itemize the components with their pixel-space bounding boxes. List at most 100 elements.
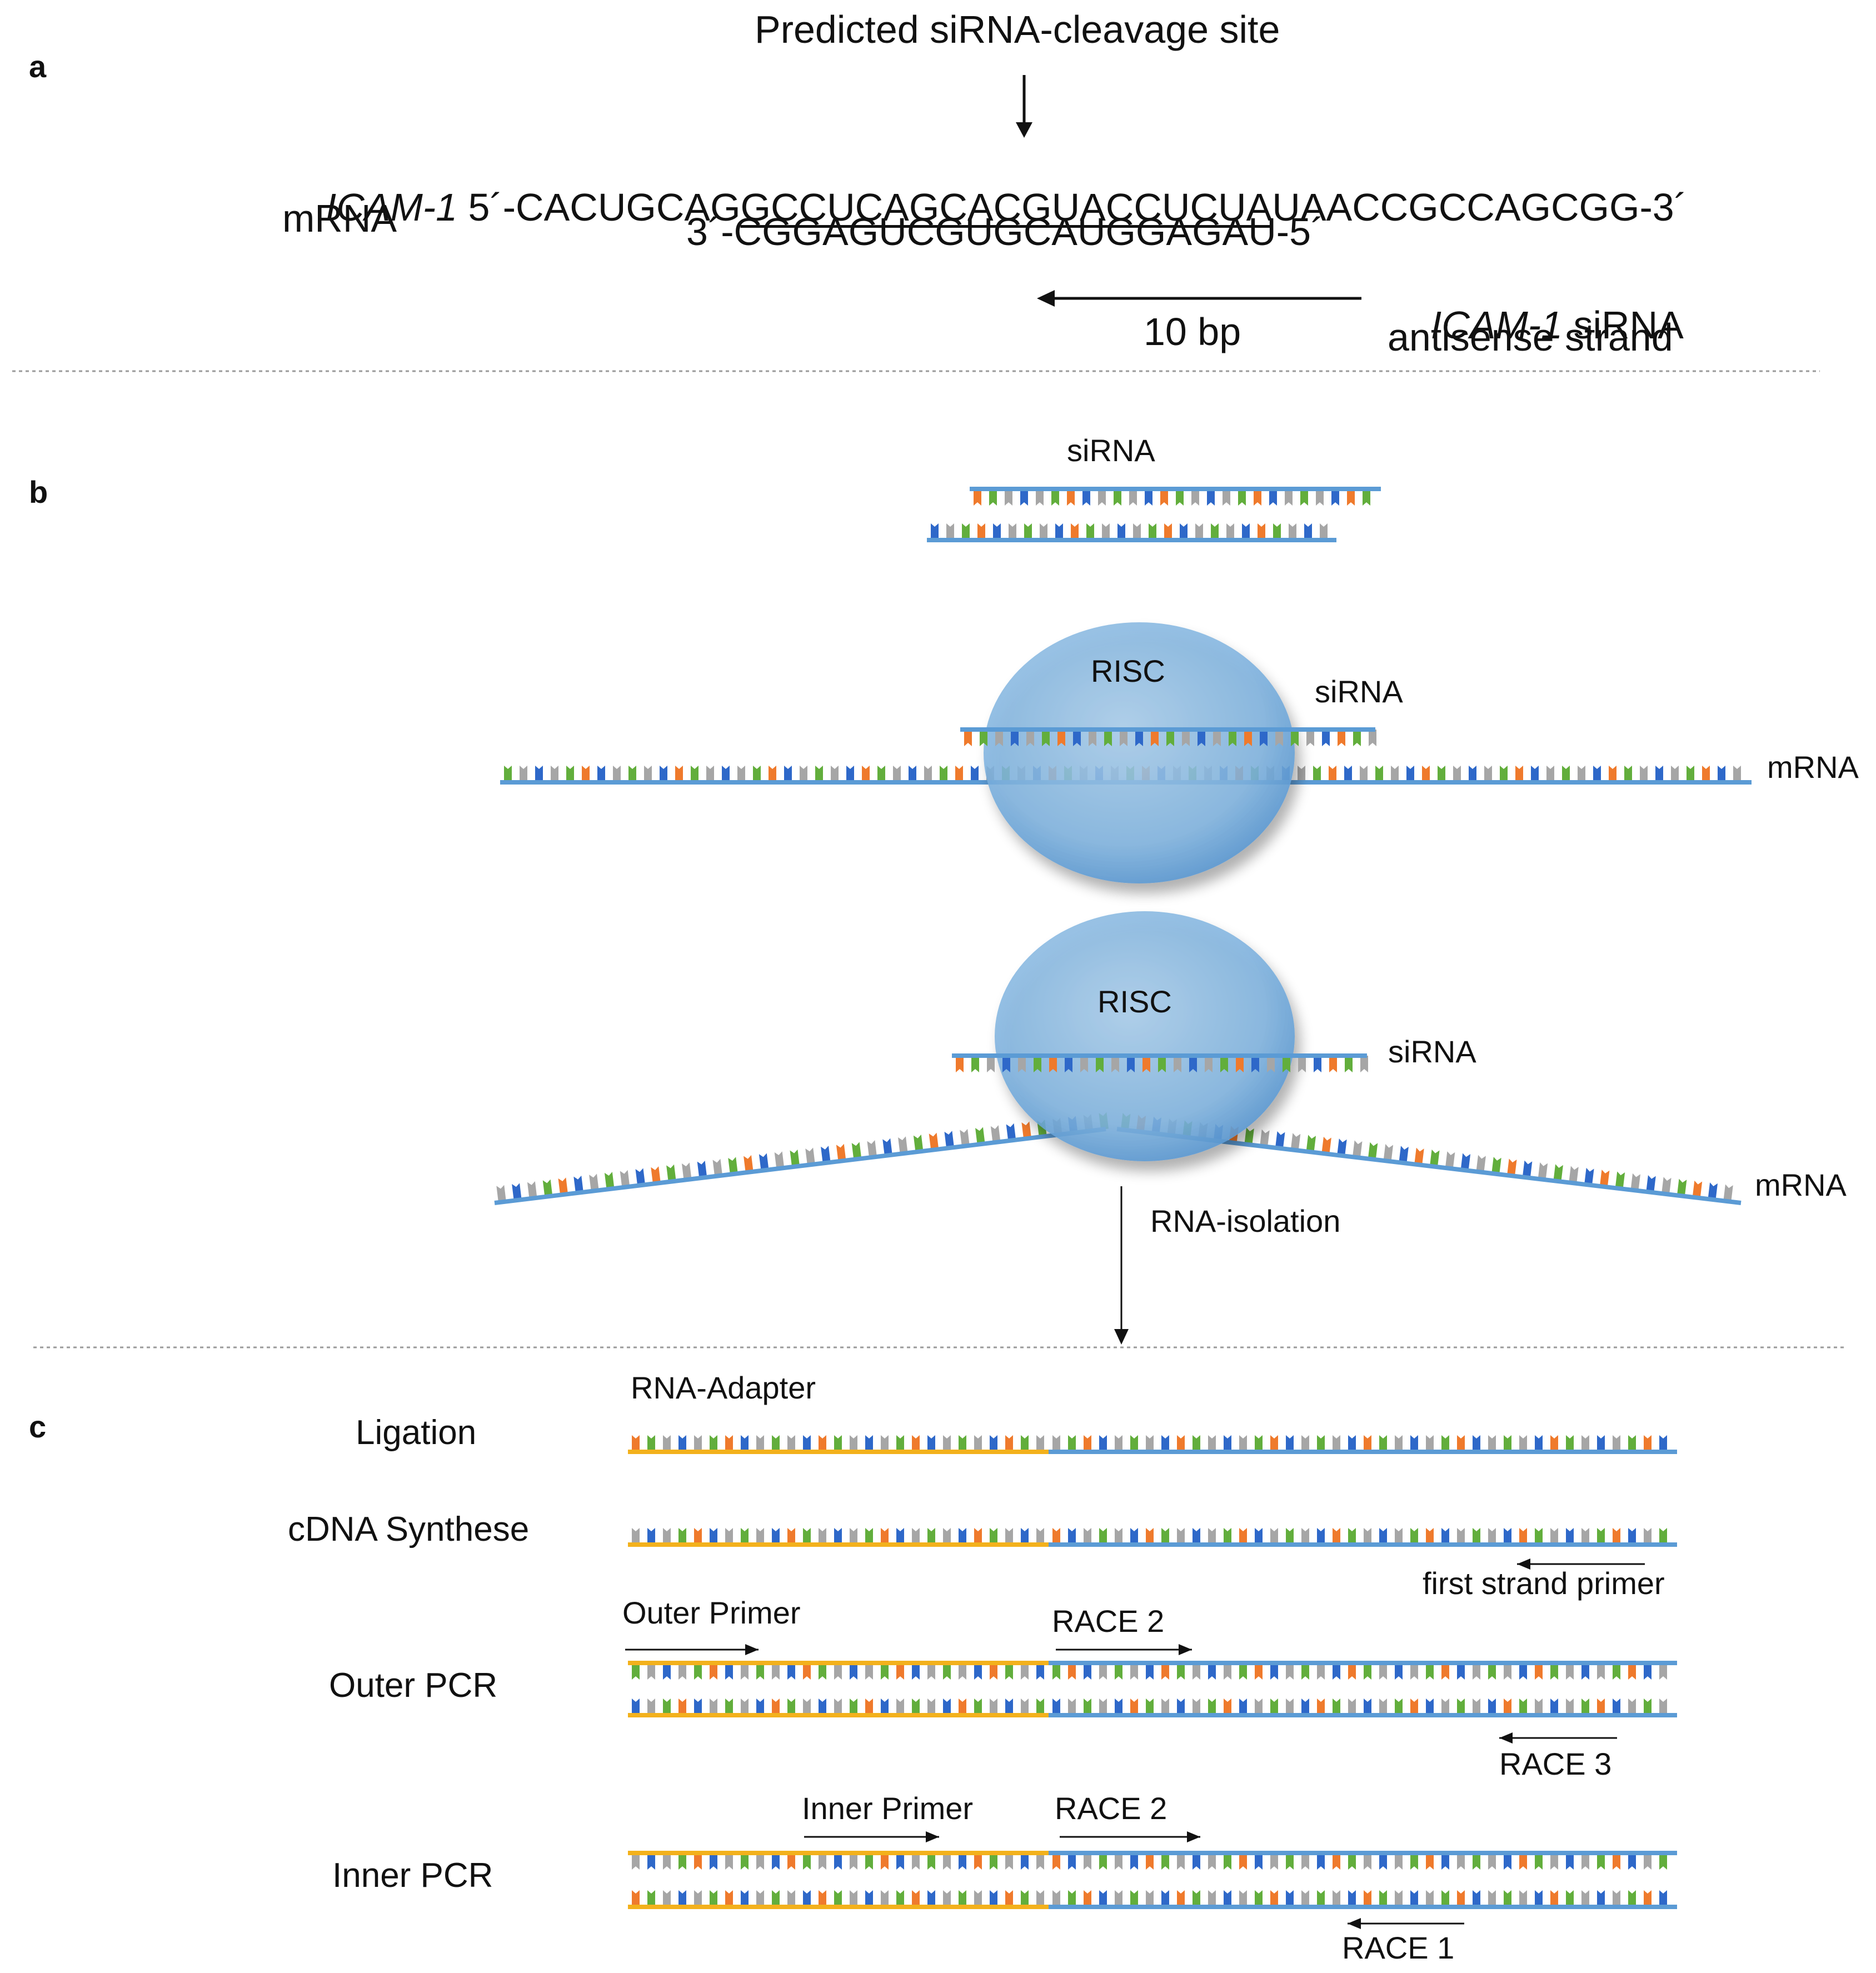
nucleotide-base <box>1166 730 1174 746</box>
nucleotide-base <box>805 1147 815 1165</box>
nucleotide-base <box>527 1181 537 1199</box>
nucleotide-base <box>1671 766 1679 782</box>
nucleotide-base <box>959 1890 966 1907</box>
nucleotide-base <box>1120 730 1127 746</box>
nucleotide-base <box>1193 1663 1200 1680</box>
nucleotide-base <box>787 1528 795 1545</box>
nucleotide-base <box>1024 523 1032 540</box>
nucleotide-base <box>1441 1435 1449 1452</box>
nucleotide-base <box>990 1890 997 1907</box>
nucleotide-base <box>974 1663 982 1680</box>
nucleotide-base <box>1488 1528 1496 1545</box>
nucleotide-base <box>896 1699 904 1715</box>
race1-label: RACE 1 <box>1342 1930 1455 1965</box>
nucleotide-base <box>678 1853 686 1870</box>
nucleotide-base <box>1115 1663 1122 1680</box>
nucleotide-base <box>710 1699 717 1715</box>
nucleotide-base <box>1375 766 1383 782</box>
nucleotide-base <box>877 766 885 782</box>
nucleotide-base <box>1538 1162 1548 1180</box>
nucleotide-base <box>1208 1435 1216 1452</box>
nucleotide-base <box>1488 1699 1496 1715</box>
nucleotide-base <box>1260 1129 1270 1147</box>
nucleotide-base <box>1301 1699 1309 1715</box>
nucleotide-base <box>1002 1056 1010 1072</box>
nucleotide-base <box>1360 1056 1368 1072</box>
nucleotide-base <box>1005 1435 1013 1452</box>
nucleotide-base <box>1473 1890 1480 1907</box>
nucleotide-base <box>787 1853 795 1870</box>
nucleotide-base <box>1314 1056 1321 1072</box>
race1-arrow-head <box>1348 1918 1361 1929</box>
nucleotide-base <box>1566 1890 1574 1907</box>
nucleotide-base <box>660 766 667 782</box>
nucleotide-base <box>1708 1182 1718 1200</box>
nucleotide-base <box>1581 1435 1589 1452</box>
race2-inner-arrow-head <box>1187 1831 1200 1842</box>
nucleotide-base <box>1457 1699 1465 1715</box>
nucleotide-base <box>1322 730 1330 746</box>
nucleotide-base <box>722 766 730 782</box>
nucleotide-base <box>1021 1121 1031 1139</box>
nucleotide-base <box>1290 1133 1301 1151</box>
scale-label: 10 bp <box>1144 310 1241 353</box>
nucleotide-base <box>1644 1699 1652 1715</box>
nucleotide-base <box>1198 730 1205 746</box>
free-sirna-duplex <box>927 487 1381 542</box>
outer-primer-label: Outer Primer <box>622 1595 801 1630</box>
nucleotide-base <box>865 1528 873 1545</box>
nucleotide-base <box>912 1853 920 1870</box>
nucleotide-base <box>1430 1149 1440 1167</box>
nucleotide-base <box>1239 1890 1247 1907</box>
nucleotide-base <box>1151 730 1159 746</box>
nucleotide-base <box>772 1663 780 1680</box>
nucleotide-base <box>1226 523 1234 540</box>
nucleotide-base <box>1238 489 1246 506</box>
nucleotide-base <box>1369 730 1376 746</box>
nucleotide-base <box>1368 1142 1378 1160</box>
nucleotide-base <box>1317 1890 1325 1907</box>
nucleotide-base <box>993 523 1001 540</box>
nucleotide-base <box>710 1853 717 1870</box>
nucleotide-base <box>1005 1853 1013 1870</box>
nucleotide-base <box>1114 489 1121 506</box>
nucleotide-base <box>959 1435 966 1452</box>
nucleotide-base <box>971 766 979 782</box>
nucleotide-base <box>1034 1056 1041 1072</box>
nucleotide-base <box>944 1131 954 1148</box>
nucleotide-base <box>865 1663 873 1680</box>
nucleotide-base <box>1068 1699 1076 1715</box>
nucleotide-base <box>927 1890 935 1907</box>
nucleotide-base <box>1613 1435 1620 1452</box>
nucleotide-base <box>1406 766 1414 782</box>
nucleotide-base <box>975 1127 985 1145</box>
nucleotide-base <box>803 1699 811 1715</box>
nucleotide-base <box>1036 1890 1044 1907</box>
nucleotide-base <box>1018 1056 1026 1072</box>
nucleotide-base <box>1395 1699 1403 1715</box>
nucleotide-base <box>1239 1528 1247 1545</box>
nucleotide-base <box>1457 1435 1465 1452</box>
nucleotide-base <box>725 1890 733 1907</box>
nucleotide-base <box>1224 1528 1231 1545</box>
nucleotide-base <box>1052 1853 1060 1870</box>
nucleotide-base <box>744 1155 754 1173</box>
nucleotide-base <box>896 1890 904 1907</box>
nucleotide-base <box>1182 730 1190 746</box>
nucleotide-base <box>647 1528 655 1545</box>
nucleotide-base <box>940 766 947 782</box>
nucleotide-base <box>943 1699 951 1715</box>
nucleotide-base <box>834 1699 842 1715</box>
nucleotide-base <box>1254 489 1261 506</box>
nucleotide-base <box>1395 1890 1403 1907</box>
nucleotide-base <box>1581 1853 1589 1870</box>
nucleotide-base <box>1317 1853 1325 1870</box>
nucleotide-base <box>1130 1699 1138 1715</box>
nucleotide-base <box>1581 1699 1589 1715</box>
nucleotide-base <box>1084 1435 1091 1452</box>
nucleotide-base <box>1426 1699 1434 1715</box>
nucleotide-base <box>1255 1699 1263 1715</box>
nucleotide-base <box>520 766 527 782</box>
